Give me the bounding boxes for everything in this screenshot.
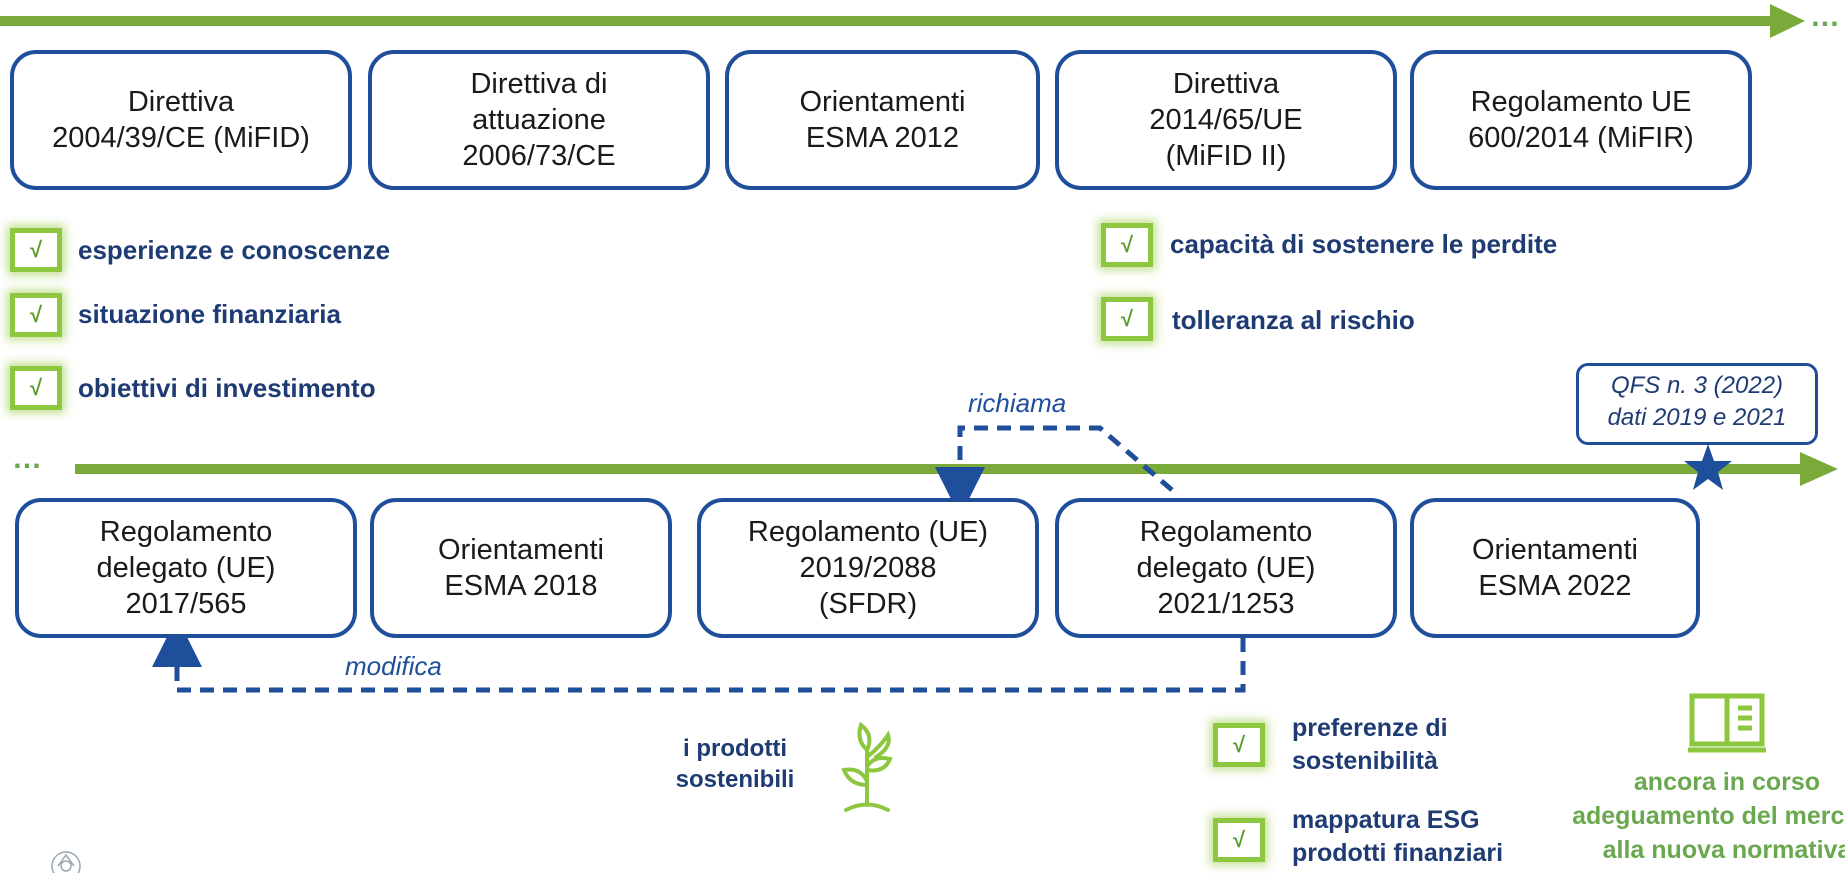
check-icon: √	[10, 228, 62, 272]
check-icon: √	[1213, 818, 1265, 862]
check-icon: √	[1101, 223, 1153, 267]
bottom-box-reg-2021-1253: Regolamento delegato (UE) 2021/1253	[1055, 498, 1397, 638]
top-box-mifid-ii: Direttiva 2014/65/UE (MiFID II)	[1055, 50, 1397, 190]
bottom-leading-dots: …	[12, 442, 43, 475]
top-timeline-arrow	[0, 4, 1805, 38]
qfs-callout: QFS n. 3 (2022) dati 2019 e 2021	[1576, 363, 1818, 445]
seal-icon	[51, 851, 81, 873]
market-adaptation-note: ancora in corso adeguamento del mercato …	[1572, 768, 1845, 864]
checklist-item-financial-situation: situazione finanziaria	[78, 299, 341, 329]
book-icon	[1688, 693, 1766, 753]
modifica-connector	[152, 617, 1246, 693]
richiama-label: richiama	[968, 388, 1067, 418]
check-icon: √	[1101, 297, 1153, 341]
checklist-item-investment-objectives: obiettivi di investimento	[78, 373, 376, 403]
bottom-box-sfdr: Regolamento (UE) 2019/2088 (SFDR)	[697, 498, 1039, 638]
checklist-item-sustainability-preferences: preferenze di sostenibilità	[1292, 714, 1448, 775]
checklist-item-risk-tolerance: tolleranza al rischio	[1172, 305, 1415, 335]
bottom-box-reg-2017-565: Regolamento delegato (UE) 2017/565	[15, 498, 357, 638]
richiama-connector	[935, 425, 1174, 517]
check-icon: √	[10, 293, 62, 337]
arrow-head-icon	[1770, 4, 1805, 38]
sustainable-products-label: i prodotti sostenibili	[675, 735, 795, 794]
modifica-label: modifica	[345, 651, 442, 681]
plant-icon	[841, 721, 893, 812]
top-box-mifid: Direttiva 2004/39/CE (MiFID)	[10, 50, 352, 190]
top-trailing-dots: …	[1810, 0, 1841, 33]
checklist-item-loss-capacity: capacità di sostenere le perdite	[1170, 229, 1558, 259]
top-box-directive-2006: Direttiva di attuazione 2006/73/CE	[368, 50, 710, 190]
top-box-esma-2012: Orientamenti ESMA 2012	[725, 50, 1040, 190]
bottom-box-esma-2022: Orientamenti ESMA 2022	[1410, 498, 1700, 638]
checklist-item-esg-mapping: mappatura ESG prodotti finanziari	[1292, 806, 1504, 867]
checklist-item-experience: esperienze e conoscenze	[78, 235, 391, 265]
check-icon: √	[10, 366, 62, 410]
check-icon: √	[1213, 723, 1265, 767]
arrow-head-icon	[1800, 452, 1838, 486]
star-icon	[1684, 444, 1732, 490]
bottom-box-esma-2018: Orientamenti ESMA 2018	[370, 498, 672, 638]
top-box-mifir: Regolamento UE 600/2014 (MiFIR)	[1410, 50, 1752, 190]
